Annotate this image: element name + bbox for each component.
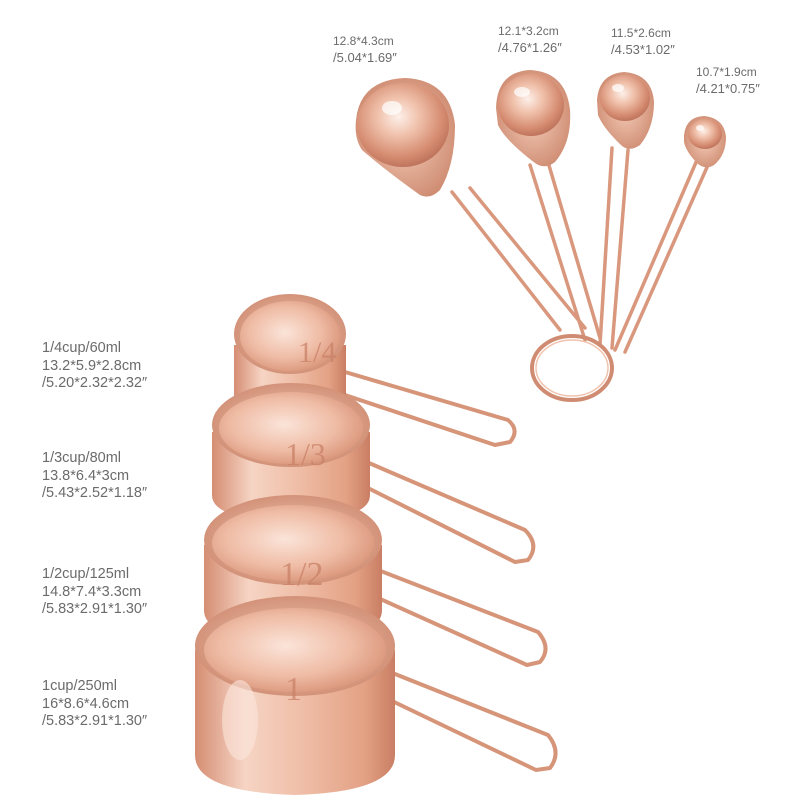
- cup-one-name: 1cup/250ml: [42, 678, 117, 694]
- spoon-1-size-label: 12.8*4.3cm /5.04*1.69″: [333, 33, 397, 67]
- spoon-4-imperial: /4.21*0.75″: [696, 81, 760, 97]
- spoon-1: [355, 78, 455, 197]
- cup-one-size-label: 1cup/250ml 16*8.6*4.6cm /5.83*2.91*1.30″: [42, 678, 147, 731]
- spoon-2: [496, 70, 571, 167]
- spoon-3-metric: 11.5*2.6cm: [611, 26, 671, 40]
- cup-half-name: 1/2cup/125ml: [42, 566, 130, 582]
- spoon-4-size-label: 10.7*1.9cm /4.21*0.75″: [696, 64, 760, 98]
- spoon-2-imperial: /4.76*1.26″: [498, 40, 562, 56]
- spoon-4: [684, 116, 726, 168]
- cup-third-size-label: 1/3cup/80ml 13.8*6.4*3cm /5.43*2.52*1.18…: [42, 450, 147, 503]
- cup-third-imperial: /5.43*2.52*1.18″: [42, 485, 148, 502]
- cup-one-metric: 16*8.6*4.6cm: [42, 695, 130, 712]
- cup-third-metric: 13.8*6.4*3cm: [42, 467, 130, 484]
- cup-handles: [344, 370, 558, 772]
- spoon-3-size-label: 11.5*2.6cm /4.53*1.02″: [611, 25, 675, 59]
- measuring-cups: 1/4 1/3 1/2 1: [195, 294, 558, 795]
- cup-third-name: 1/3cup/80ml: [42, 450, 121, 466]
- cup-half-metric: 14.8*7.4*3.3cm: [42, 583, 142, 600]
- cup-engraving: 1/4: [298, 336, 336, 369]
- cup-half-imperial: /5.83*2.91*1.30″: [42, 601, 148, 618]
- spoon-1-metric: 12.8*4.3cm: [333, 34, 394, 48]
- cup-quarter-name: 1/4cup/60ml: [42, 340, 121, 356]
- spoon-3: [597, 72, 654, 149]
- cup-quarter: 1/4: [234, 294, 346, 412]
- spoon-2-metric: 12.1*3.2cm: [498, 24, 559, 38]
- spoon-handles: [450, 146, 710, 354]
- cup-half-size-label: 1/2cup/125ml 14.8*7.4*3.3cm /5.83*2.91*1…: [42, 566, 147, 619]
- cup-one-imperial: /5.83*2.91*1.30″: [42, 713, 148, 730]
- cup-quarter-imperial: /5.20*2.32*2.32″: [42, 375, 148, 392]
- spoon-1-imperial: /5.04*1.69″: [333, 50, 397, 66]
- spoon-2-size-label: 12.1*3.2cm /4.76*1.26″: [498, 23, 562, 57]
- cup-engraving: 1/3: [285, 436, 326, 472]
- cup-quarter-size-label: 1/4cup/60ml 13.2*5.9*2.8cm /5.20*2.32*2.…: [42, 340, 147, 393]
- cup-third: 1/3: [212, 383, 370, 522]
- cup-engraving: 1/2: [280, 556, 323, 593]
- cup-quarter-metric: 13.2*5.9*2.8cm: [42, 357, 142, 374]
- spoon-4-metric: 10.7*1.9cm: [696, 65, 757, 79]
- spoon-ring: [530, 334, 614, 402]
- cup-engraving: 1: [285, 671, 302, 708]
- spoon-3-imperial: /4.53*1.02″: [611, 42, 675, 58]
- cup-one: 1: [195, 596, 395, 795]
- measuring-spoons: [355, 70, 726, 402]
